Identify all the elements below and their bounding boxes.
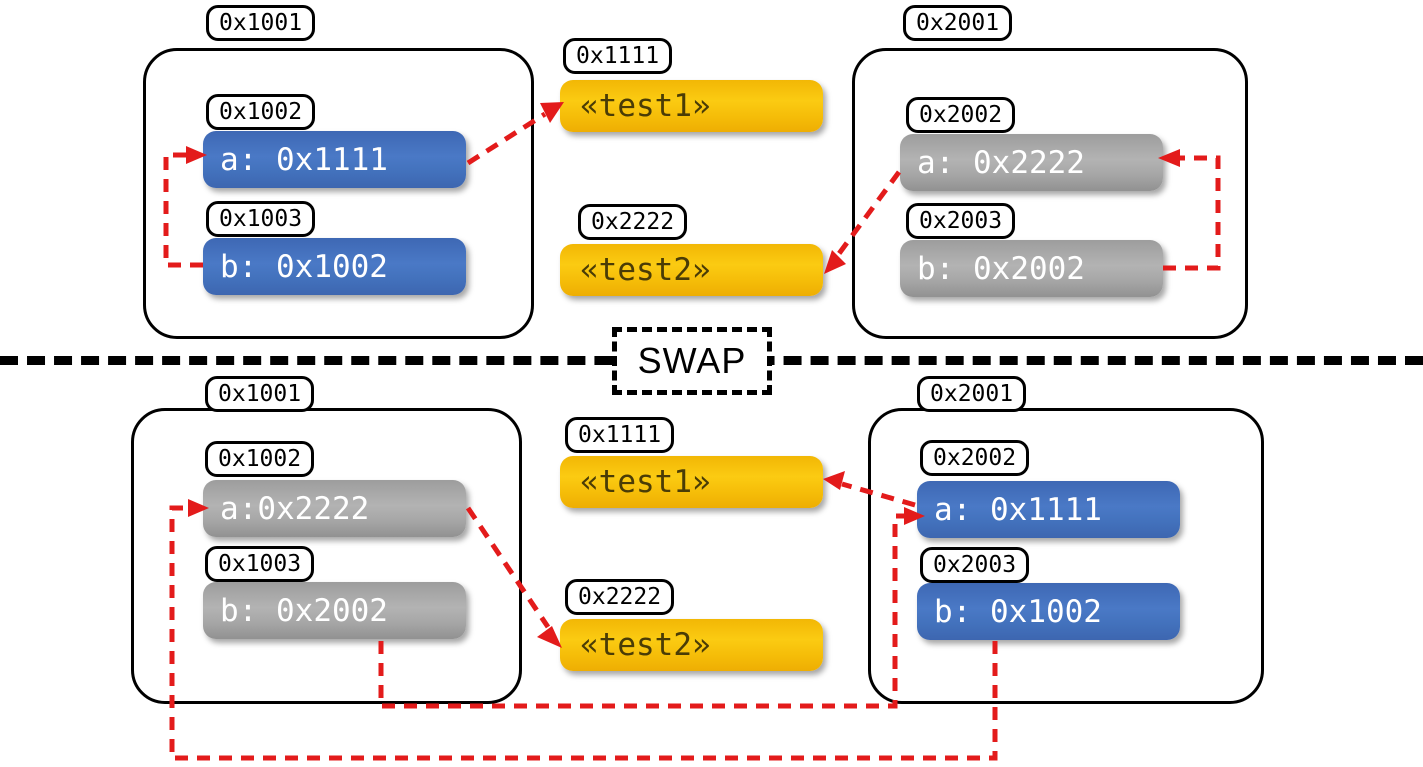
row-address-0x1003-top: 0x1003 [206,201,316,237]
slab-top-left-b: b: 0x1002 [203,238,466,295]
slab-bottom-left-b: b: 0x2002 [203,582,466,639]
slab-bottom-right-b: b: 0x1002 [917,583,1180,640]
slab-top-right-b: b: 0x2002 [900,240,1163,297]
slab-string-test1-bottom: «test1» [560,456,823,508]
string-address-0x1111-bottom: 0x1111 [565,417,675,453]
string-address-0x1111-top: 0x1111 [563,38,673,74]
arrowhead-test1-bottom [823,471,845,490]
slab-string-test2-top: «test2» [560,244,823,296]
panel-bottom-left-address: 0x1001 [205,376,315,412]
slab-bottom-left-a: a:0x2222 [203,480,466,537]
row-address-0x1002-top: 0x1002 [206,94,316,130]
arrowhead-test2-bottom [537,626,562,648]
slab-bottom-right-a: a: 0x1111 [917,481,1180,538]
row-address-0x2002-top: 0x2002 [906,97,1016,133]
row-address-0x1003-bottom: 0x1003 [205,546,315,582]
swap-badge: SWAP [612,327,772,395]
string-address-0x2222-bottom: 0x2222 [565,579,675,615]
panel-top-left-address: 0x1001 [206,5,316,41]
panel-bottom-left-frame [131,408,522,704]
slab-top-left-a: a: 0x1111 [203,131,466,188]
row-address-0x2003-top: 0x2003 [906,203,1016,239]
arrowhead-test2-top [824,250,846,274]
panel-top-left-frame [143,48,534,339]
panel-top-right-address: 0x2001 [903,5,1013,41]
string-address-0x2222-top: 0x2222 [578,204,688,240]
row-address-0x1002-bottom: 0x1002 [205,441,315,477]
row-address-0x2003-bottom: 0x2003 [920,547,1030,583]
slab-string-test1-top: «test1» [560,80,823,132]
swap-label: SWAP [637,340,747,381]
slab-string-test2-bottom: «test2» [560,619,823,671]
slab-top-right-a: a: 0x2222 [900,134,1163,191]
row-address-0x2002-bottom: 0x2002 [920,440,1030,476]
panel-bottom-right-address: 0x2001 [917,376,1027,412]
